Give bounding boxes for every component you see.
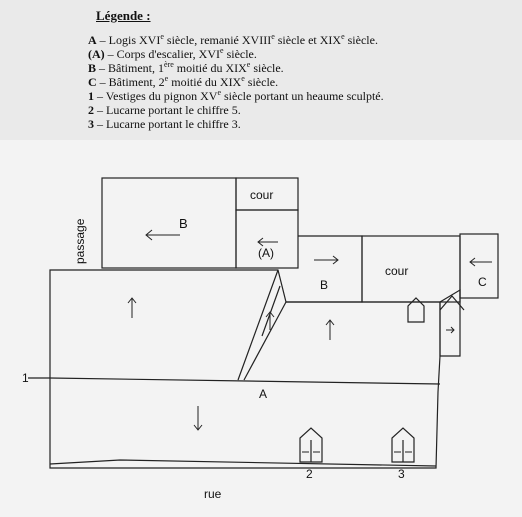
legend-item: 2 – Lucarne portant le chiffre 5. xyxy=(88,103,241,117)
diagonal-wall-2 xyxy=(243,301,287,381)
stair-tower-a xyxy=(235,209,299,269)
plan-drawing: cour B (A) passage B cour C A 1 2 3 rue xyxy=(22,177,499,501)
label-stair-a: (A) xyxy=(258,246,274,260)
label-logis-a: A xyxy=(259,387,267,401)
label-gable-1: 1 xyxy=(22,371,29,385)
dormer-3 xyxy=(391,427,415,463)
building-c xyxy=(459,233,499,299)
main-logis-a xyxy=(49,269,441,469)
legend-title: Légende : xyxy=(96,8,151,23)
legend-item: (A) – Corps d'escalier, XVIe siècle. xyxy=(88,46,257,61)
legend-item: B – Bâtiment, 1ère moitié du XIXe siècle… xyxy=(88,60,284,75)
legend-key: B xyxy=(88,61,97,75)
label-building-b-top: B xyxy=(179,216,188,231)
building-b-top xyxy=(101,177,237,269)
building-b-middle xyxy=(286,235,363,303)
diagonal-wall-3 xyxy=(261,285,281,337)
label-cour-top: cour xyxy=(250,188,273,202)
label-building-b-mid: B xyxy=(320,278,328,292)
arrows xyxy=(127,229,492,453)
legend-item: 1 – Vestiges du pignon XVe siècle portan… xyxy=(88,88,384,103)
label-cour-right: cour xyxy=(385,264,408,278)
legend-key: C xyxy=(88,75,97,89)
legend-key: (A) xyxy=(88,47,105,61)
street-wall xyxy=(49,459,437,467)
legend-key: 3 xyxy=(88,117,94,131)
courtyard-right xyxy=(361,235,461,303)
dormer-cour xyxy=(407,297,425,323)
legend-item: A – Logis XVIe siècle, remanié XVIIIe si… xyxy=(88,32,378,47)
label-dormer-3: 3 xyxy=(398,467,405,481)
label-building-c: C xyxy=(478,275,487,289)
roof-c xyxy=(439,295,465,311)
legend-key: A xyxy=(88,33,97,47)
site-plan: cour B (A) passage B cour C A 1 2 3 rue xyxy=(0,140,522,512)
legend: Légende : A – Logis XVIe siècle, remanié… xyxy=(0,0,522,140)
legend-key: 1 xyxy=(88,89,94,103)
dormer-2 xyxy=(299,427,323,463)
label-street: rue xyxy=(204,487,222,501)
small-wing xyxy=(439,288,461,357)
diagonal-wall-1 xyxy=(237,269,279,381)
legend-key: 2 xyxy=(88,103,94,117)
legend-item: C – Bâtiment, 2e moitié du XIXe siècle. xyxy=(88,74,279,89)
label-dormer-2: 2 xyxy=(306,467,313,481)
label-passage: passage xyxy=(73,218,87,264)
legend-item: 3 – Lucarne portant le chiffre 3. xyxy=(88,117,241,131)
logis-division xyxy=(49,377,441,385)
